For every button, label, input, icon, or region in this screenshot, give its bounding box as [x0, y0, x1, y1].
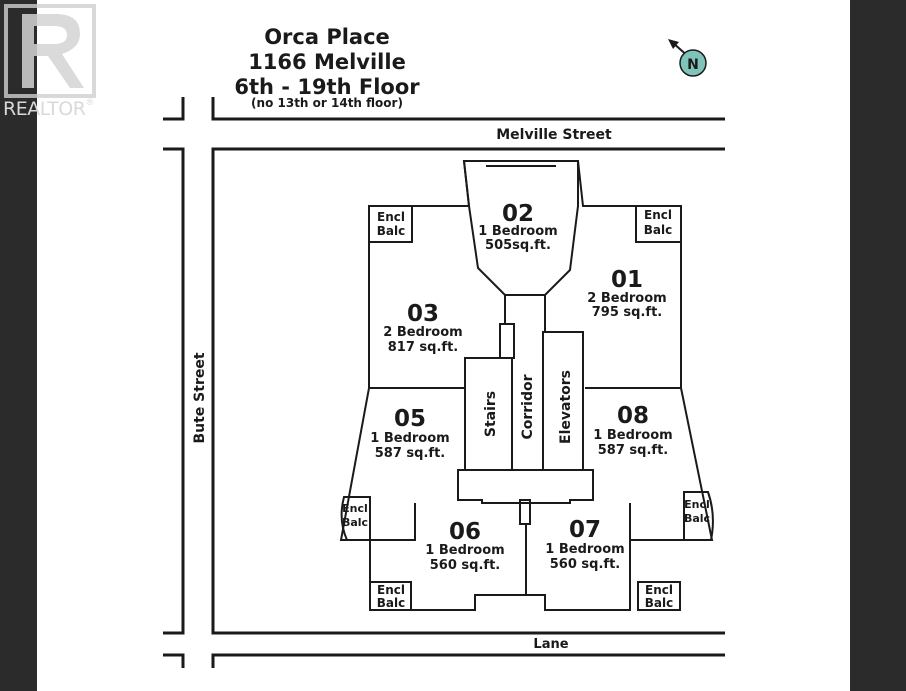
lane-line-e [211, 653, 725, 668]
unit-06-type: 1 Bedroom [425, 543, 504, 558]
title-line-2: 1166 Melville [248, 50, 406, 74]
wall-05-06 [370, 503, 416, 541]
compass-arrowhead [668, 39, 679, 49]
unit-01-number: 01 [611, 267, 643, 293]
corridor-lobby [457, 469, 594, 504]
unit-05-type: 1 Bedroom [370, 431, 449, 446]
realtor-registered-mark: ® [85, 98, 94, 108]
unit-08-number: 08 [617, 403, 649, 429]
shaft-north [499, 323, 515, 359]
encl-balc-03-line1: Encl [377, 210, 405, 224]
realtor-watermark-text: REALTOR® [3, 98, 94, 120]
unit-02-type: 1 Bedroom [478, 224, 557, 239]
encl-balc-08-line2: Balc [684, 512, 710, 525]
unit-01-type: 2 Bedroom [587, 291, 666, 306]
title-note: (no 13th or 14th floor) [251, 96, 403, 110]
encl-balc-07-line2: Balc [645, 596, 673, 610]
encl-balc-05-box [340, 496, 371, 541]
stairs-label: Stairs [483, 391, 499, 437]
unit-06-number: 06 [449, 519, 481, 545]
encl-balc-01-line1: Encl [644, 208, 672, 222]
lane-line-w [163, 653, 185, 668]
elevators-label: Elevators [558, 370, 574, 444]
right-frame [850, 0, 906, 691]
property-line [211, 147, 725, 635]
unit-03-area: 817 sq.ft. [388, 340, 458, 355]
street-line-nw [163, 97, 185, 121]
building-walls [339, 160, 714, 611]
unit-03-number: 03 [407, 301, 439, 327]
street-north-label: Melville Street [496, 127, 612, 143]
street-south-label: Lane [533, 637, 568, 652]
corridor-label: Corridor [520, 374, 536, 439]
encl-balc-06-box [369, 581, 412, 611]
realtor-logo-icon [4, 4, 96, 98]
encl-balc-01-box [635, 205, 682, 243]
unit-02-walls [462, 160, 579, 296]
unit-08-type: 1 Bedroom [593, 428, 672, 443]
title-line-1: Orca Place [264, 25, 390, 49]
encl-balc-08-box [683, 491, 714, 541]
encl-balc-05-line1: Encl [342, 502, 368, 515]
unit-07-area: 560 sq.ft. [550, 557, 620, 572]
unit-05-area: 587 sq.ft. [375, 446, 445, 461]
unit-06-area: 560 sq.ft. [430, 558, 500, 573]
encl-balc-05-line2: Balc [342, 516, 368, 529]
encl-balc-01-line2: Balc [644, 223, 672, 237]
unit-05-number: 05 [394, 406, 426, 432]
encl-balc-03-box [368, 205, 413, 243]
left-frame [0, 0, 37, 691]
compass-icon [679, 49, 707, 77]
street-line-ne [211, 97, 725, 121]
realtor-logo-graphic [4, 4, 96, 98]
street-west-label: Bute Street [192, 352, 208, 443]
compass-label: N [687, 57, 699, 73]
site-lines [163, 97, 725, 668]
unit-02-area: 505sq.ft. [485, 238, 551, 253]
encl-balc-07-line1: Encl [645, 583, 673, 597]
unit-07-number: 07 [569, 517, 601, 543]
title-line-3: 6th - 19th Floor [234, 75, 420, 99]
unit-03-type: 2 Bedroom [383, 325, 462, 340]
encl-balc-07-box [637, 581, 681, 611]
encl-balc-08-line1: Encl [684, 498, 710, 511]
encl-balc-03-line2: Balc [377, 224, 405, 238]
floorplan-sheet [37, 0, 850, 691]
street-line-west [163, 147, 185, 635]
unit-02-number: 02 [502, 201, 534, 227]
unit-07-type: 1 Bedroom [545, 542, 624, 557]
encl-balc-06-line2: Balc [377, 596, 405, 610]
unit-01-area: 795 sq.ft. [592, 305, 662, 320]
compass: N [668, 39, 707, 77]
encl-balc-06-line1: Encl [377, 583, 405, 597]
unit-08-area: 587 sq.ft. [598, 443, 668, 458]
realtor-brand: REALTOR [3, 98, 86, 120]
